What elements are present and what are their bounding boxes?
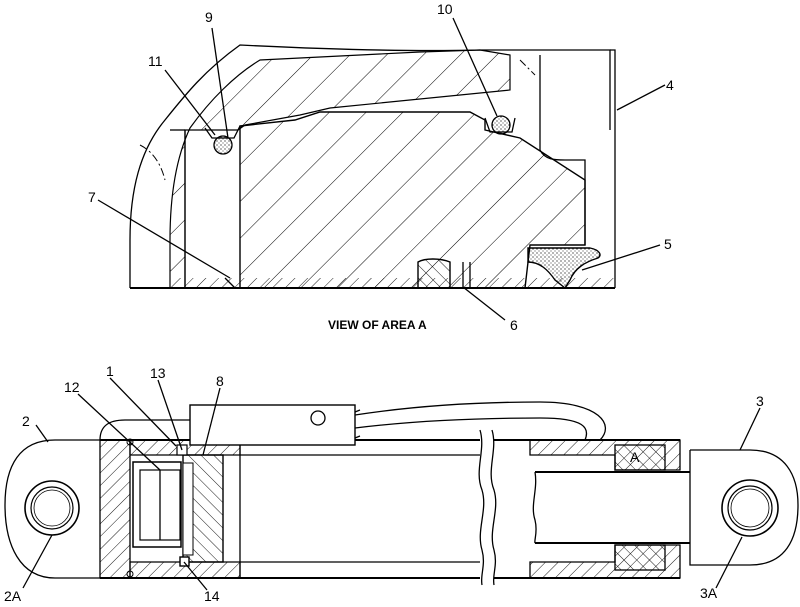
callout-2: 2 xyxy=(22,413,30,429)
leader-1 xyxy=(109,377,177,447)
cylinder-assembly: A 1 12 13 8 2 2A 3 3A 14 xyxy=(4,363,799,604)
head-end-eye xyxy=(4,439,100,579)
callout-13: 13 xyxy=(150,365,166,381)
callout-14: 14 xyxy=(204,588,220,604)
head-bearing-inner xyxy=(30,486,74,530)
leader-5 xyxy=(581,244,661,271)
o-ring-9 xyxy=(213,135,233,155)
view-caption: VIEW OF AREA A xyxy=(328,318,427,332)
leader-7 xyxy=(97,199,231,279)
callout-1: 1 xyxy=(106,363,114,379)
housing-outline xyxy=(129,44,611,288)
leader-3 xyxy=(739,407,761,451)
o-ring-10 xyxy=(491,115,511,135)
hydraulic-tube xyxy=(190,401,606,441)
tube-block xyxy=(189,404,356,446)
housing-right-side xyxy=(610,49,616,288)
detail-view-area-a: 9 11 10 4 5 6 7 VIEW OF AREA A xyxy=(88,1,674,333)
rod-bearing-outer xyxy=(721,479,779,537)
seal-14 xyxy=(179,556,190,567)
leader-8 xyxy=(202,387,221,456)
leader-3a xyxy=(715,536,743,589)
leader-10 xyxy=(452,17,498,117)
leader-11 xyxy=(164,69,216,136)
wiper-seal-5 xyxy=(527,247,601,290)
leader-13 xyxy=(157,379,183,451)
rod-seal-block-bottom xyxy=(614,544,666,571)
callout-9: 9 xyxy=(205,9,213,25)
head-cap-hatch xyxy=(99,439,131,579)
callout-6: 6 xyxy=(510,317,518,333)
leader-4 xyxy=(616,84,666,111)
leader-2 xyxy=(35,424,49,443)
leader-12 xyxy=(77,393,161,471)
rod-strip xyxy=(170,278,615,288)
callout-4: 4 xyxy=(666,77,674,93)
callout-3a: 3A xyxy=(700,585,718,601)
callout-8: 8 xyxy=(216,373,224,389)
leader-2a xyxy=(22,534,53,589)
callout-3: 3 xyxy=(756,393,764,409)
rod-seal-6 xyxy=(417,258,451,289)
callout-12: 12 xyxy=(64,379,80,395)
callout-10: 10 xyxy=(437,1,453,17)
area-a-marker: A xyxy=(630,449,640,465)
rod-seal-block-top xyxy=(614,444,666,471)
leader-14 xyxy=(183,561,208,591)
tube-port xyxy=(310,410,326,426)
rod-bearing-inner xyxy=(727,485,773,531)
leader-6 xyxy=(462,286,506,321)
rod-end-eye xyxy=(689,449,799,566)
housing-hatch-upper xyxy=(169,49,511,289)
head-bearing-outer xyxy=(24,480,80,536)
callout-7: 7 xyxy=(88,189,96,205)
callout-11: 11 xyxy=(148,53,163,69)
callout-5: 5 xyxy=(664,236,672,252)
leader-9 xyxy=(211,27,229,139)
callout-2a: 2A xyxy=(4,588,22,604)
